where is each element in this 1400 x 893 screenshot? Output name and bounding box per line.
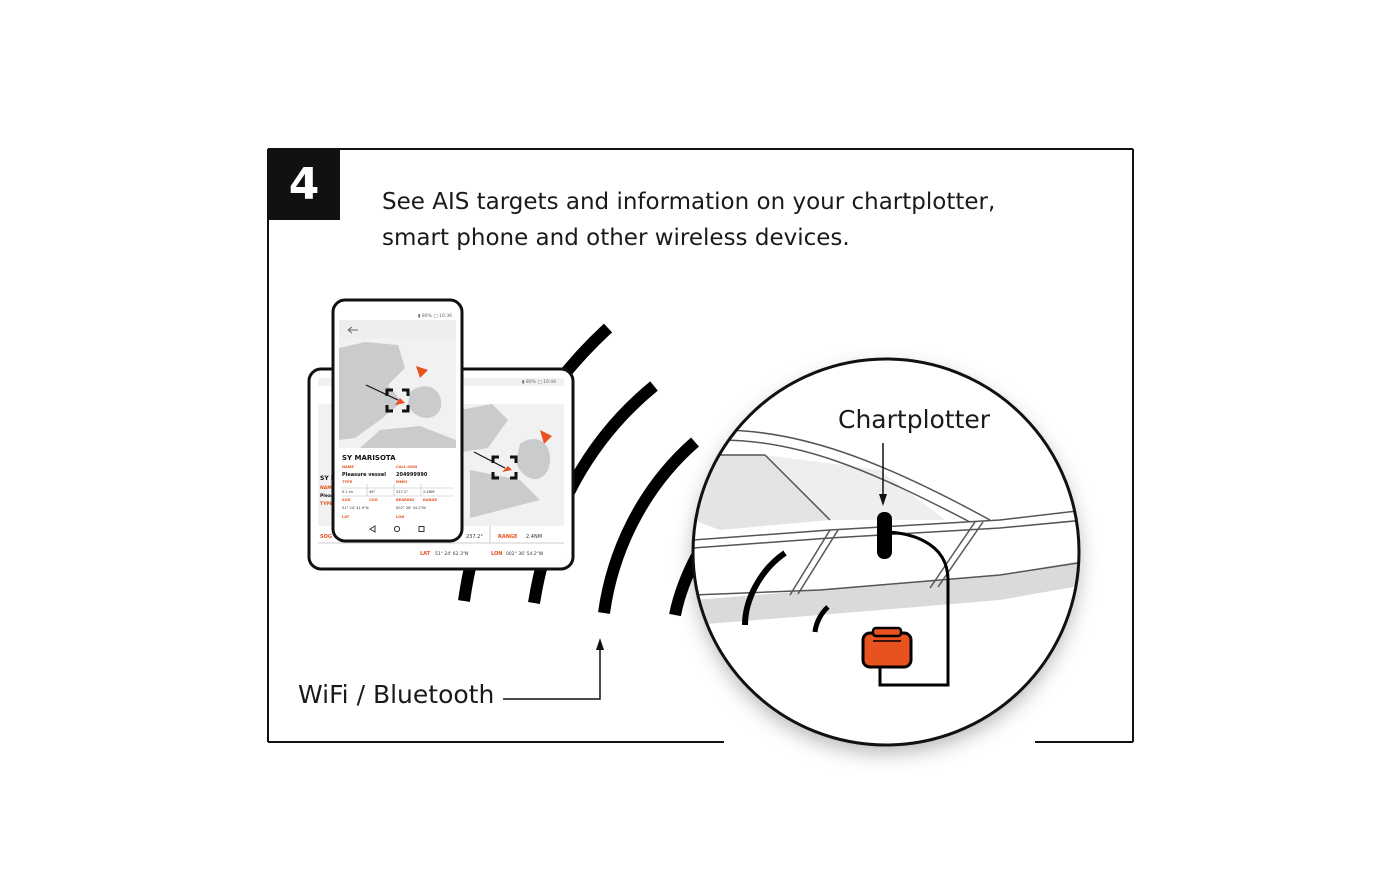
- tablet-partial-label-2: Pleas: [320, 493, 334, 499]
- row-value-cog: 46°: [369, 490, 376, 494]
- phone-lon-value: 002° 36' 34.2"W: [396, 506, 426, 510]
- phone-target-marker: [416, 366, 428, 378]
- field-label-cog: COG: [369, 498, 378, 502]
- back-arrow-icon[interactable]: [347, 326, 358, 334]
- panel-frame: [267, 148, 1134, 743]
- tablet-target-marker: [540, 430, 552, 444]
- phone-status-bar: ▮ 80% □ 10:36: [418, 313, 452, 319]
- nav-recents-icon[interactable]: [418, 526, 425, 532]
- tablet-partial-label-1: NAM: [320, 485, 332, 491]
- field-label-range: RANGE: [423, 498, 438, 502]
- tablet-target-brackets: [491, 455, 518, 480]
- headline-line-2: smart phone and other wireless devices.: [382, 225, 850, 251]
- wireless-callout-arrow: [503, 638, 604, 700]
- step-number-badge: 4: [268, 148, 340, 220]
- field-label-mmsi: MMSI: [396, 480, 407, 484]
- row-value-bearing: 237.2°: [396, 490, 408, 494]
- phone-map-land: [339, 342, 456, 448]
- inner-signal-arc-2: [812, 605, 830, 633]
- wireless-label: WiFi / Bluetooth: [298, 680, 495, 709]
- field-label-type: TYPE: [342, 480, 353, 484]
- tablet-lat-value: 51° 24' 62.3"N: [435, 551, 468, 557]
- ais-transponder-icon: [861, 626, 913, 669]
- row-value-range: 2.4NM: [423, 490, 435, 494]
- tablet-range-label: RANGE: [498, 534, 518, 540]
- tablet-lon-label: LON: [491, 551, 502, 557]
- field-label-bearing: BEARING: [396, 498, 414, 502]
- phone-target-brackets: [385, 388, 410, 413]
- headline-line-1: See AIS targets and information on your …: [382, 189, 996, 215]
- nav-home-icon[interactable]: [393, 525, 401, 533]
- tablet-partial-name: SY I: [320, 475, 333, 482]
- tablet-status-bar: ▮ 80% □ 10:44: [522, 379, 556, 385]
- cabin-window: [765, 455, 945, 520]
- phone-device: ▮ 80% □ 10:36 SY MARISOTA NAME Pleasure …: [331, 298, 464, 543]
- field-label-lon: LON: [396, 515, 404, 519]
- headline: See AIS targets and information on your …: [382, 184, 1022, 256]
- field-label-sog: SOG: [342, 498, 351, 502]
- tablet-lat-label: LAT: [420, 551, 431, 557]
- vessel-name: SY MARISOTA: [342, 454, 396, 462]
- field-label-callsign: CALL SIGN: [396, 465, 417, 469]
- field-label-name: NAME: [342, 465, 354, 469]
- field-value-callsign: 204999990: [396, 472, 428, 478]
- chartplotter-unit: [877, 512, 892, 559]
- signal-arc-3: [598, 437, 699, 614]
- tablet-lon-value: 002° 36' 54.2"W: [506, 551, 544, 557]
- tablet-map-land: [458, 404, 551, 518]
- magnified-boat-view: [691, 357, 1081, 747]
- tablet-partial-label-3: TYPE: [320, 501, 333, 507]
- phone-lat-value: 51° 24' 41.9"N: [342, 506, 369, 510]
- row-value-sog: 0.1 kn: [342, 490, 353, 494]
- phone-own-marker: [395, 398, 405, 405]
- tablet-own-marker: [502, 466, 512, 472]
- chartplotter-cable: [878, 530, 950, 687]
- deck-shade: [693, 455, 830, 530]
- tablet-range-value: 2.4NM: [526, 534, 542, 540]
- field-label-lat: LAT: [342, 515, 350, 519]
- android-nav-bar: [369, 525, 425, 533]
- inner-signal-arc-1: [742, 550, 787, 626]
- chartplotter-label: Chartplotter: [838, 405, 991, 434]
- tablet-bearing-value: 237.2°: [466, 534, 483, 540]
- nav-back-icon[interactable]: [369, 525, 376, 533]
- field-value-name: Pleasure vessel: [342, 472, 386, 478]
- chartplotter-arrow-head: [879, 494, 887, 506]
- tablet-sog-label: SOG: [320, 534, 332, 540]
